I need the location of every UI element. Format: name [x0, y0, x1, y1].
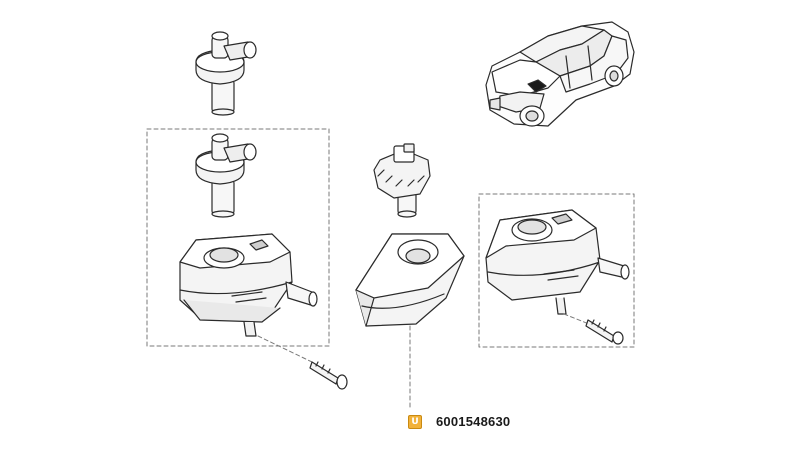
right-assembly-group	[478, 193, 635, 348]
sensor-cap-icon	[373, 143, 431, 218]
left-assembly-group	[146, 128, 330, 347]
bolt-icon	[585, 319, 624, 345]
reservoir-icon	[355, 233, 465, 327]
bolt-icon	[309, 361, 348, 390]
reservoir-icon	[179, 233, 318, 337]
part-badge-icon[interactable]: U	[408, 414, 422, 429]
reservoir-icon	[485, 209, 630, 315]
part-number[interactable]: 6001548630	[436, 414, 511, 429]
sensor-cap-icon	[195, 31, 257, 116]
car-icon	[485, 21, 635, 127]
part-callout[interactable]: U 6001548630	[408, 414, 510, 429]
sensor-cap-icon	[195, 133, 257, 218]
